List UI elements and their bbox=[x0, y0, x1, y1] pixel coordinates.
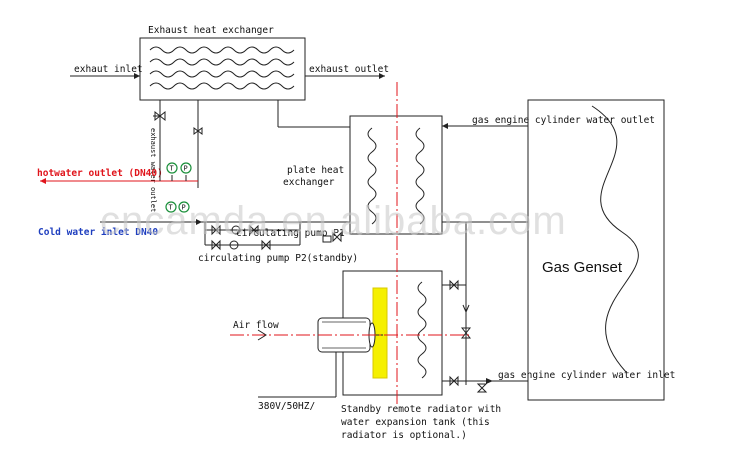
radiator-caption-line-3: radiator is optional.) bbox=[341, 430, 467, 441]
pump-p1-symbol bbox=[211, 224, 259, 236]
radiator-valves bbox=[449, 279, 488, 393]
pump-bypass-piping bbox=[204, 222, 301, 246]
pressure-gauge: P bbox=[180, 162, 192, 181]
voltage-label: 380V/50HZ/ bbox=[258, 401, 315, 412]
plate-heat-exchanger-label-2: exchanger bbox=[283, 177, 335, 188]
plate-heat-exchanger-label-1: plate heat bbox=[287, 165, 344, 176]
hotwater-riser-valve bbox=[193, 127, 203, 135]
air-flow-label: Air flow bbox=[233, 320, 279, 331]
cold-water-gauges: T P bbox=[165, 201, 190, 213]
radiator-caption-line-1: Standby remote radiator with bbox=[341, 404, 501, 415]
temperature-gauge: T bbox=[166, 162, 178, 181]
radiator-coils bbox=[417, 281, 427, 379]
gas-genset-label: Gas Genset bbox=[542, 259, 623, 276]
plate-exchanger-coils bbox=[367, 127, 425, 225]
radiator-caption-line-2: water expansion tank (this bbox=[341, 417, 490, 428]
hotwater-outlet-arrow bbox=[40, 178, 46, 184]
pump-p2-symbol bbox=[211, 239, 271, 251]
cylinder-water-inlet-label: gas engine cylinder water inlet bbox=[498, 370, 675, 381]
cylinder-water-inlet-arrow bbox=[486, 378, 493, 384]
plate-heat-exchanger-box bbox=[349, 115, 443, 235]
gauge-p2-label: P bbox=[182, 204, 186, 212]
exhaust-outlet-label: exhaust outlet bbox=[309, 64, 389, 75]
exhaust-heat-exchanger-box bbox=[139, 37, 306, 101]
watermark: cncamda.en.alibaba.com bbox=[100, 199, 567, 243]
gas-genset-box bbox=[527, 99, 665, 401]
expansion-valve-small bbox=[322, 231, 342, 243]
exhaust-water-valve bbox=[153, 110, 166, 122]
circulating-pump-p1-label: circulating pump P1 bbox=[236, 228, 345, 239]
return-flow-arrow bbox=[462, 304, 470, 314]
gauge-t-label: T bbox=[170, 165, 175, 173]
exhaust-water-outlet-vertical-label: exhaust water outlet bbox=[149, 128, 157, 212]
exhaust-exchanger-coils bbox=[149, 46, 295, 90]
cold-water-inlet-arrow bbox=[196, 219, 202, 225]
hotwater-outlet-label: hotwater outlet (DN40) bbox=[37, 168, 163, 179]
air-flow-arrow bbox=[257, 329, 267, 341]
gauge-t2-label: T bbox=[169, 204, 174, 212]
exhaust-heat-exchanger-title: Exhaust heat exchanger bbox=[148, 25, 274, 36]
exhaust-outlet-arrow bbox=[379, 73, 385, 79]
exhaust-inlet-label: exhaut inlet bbox=[74, 64, 143, 75]
circulating-pump-p2-label: circulating pump P2(standby) bbox=[198, 253, 358, 264]
cold-water-inlet-label: Cold water inlet DN40 bbox=[38, 227, 158, 238]
exhaust-inlet-arrow bbox=[134, 73, 140, 79]
gauge-p-label: P bbox=[184, 165, 188, 173]
genset-coil-curve bbox=[591, 105, 639, 373]
cylinder-water-outlet-label: gas engine cylinder water outlet bbox=[472, 115, 655, 126]
cylinder-water-outlet-arrow bbox=[442, 123, 448, 129]
